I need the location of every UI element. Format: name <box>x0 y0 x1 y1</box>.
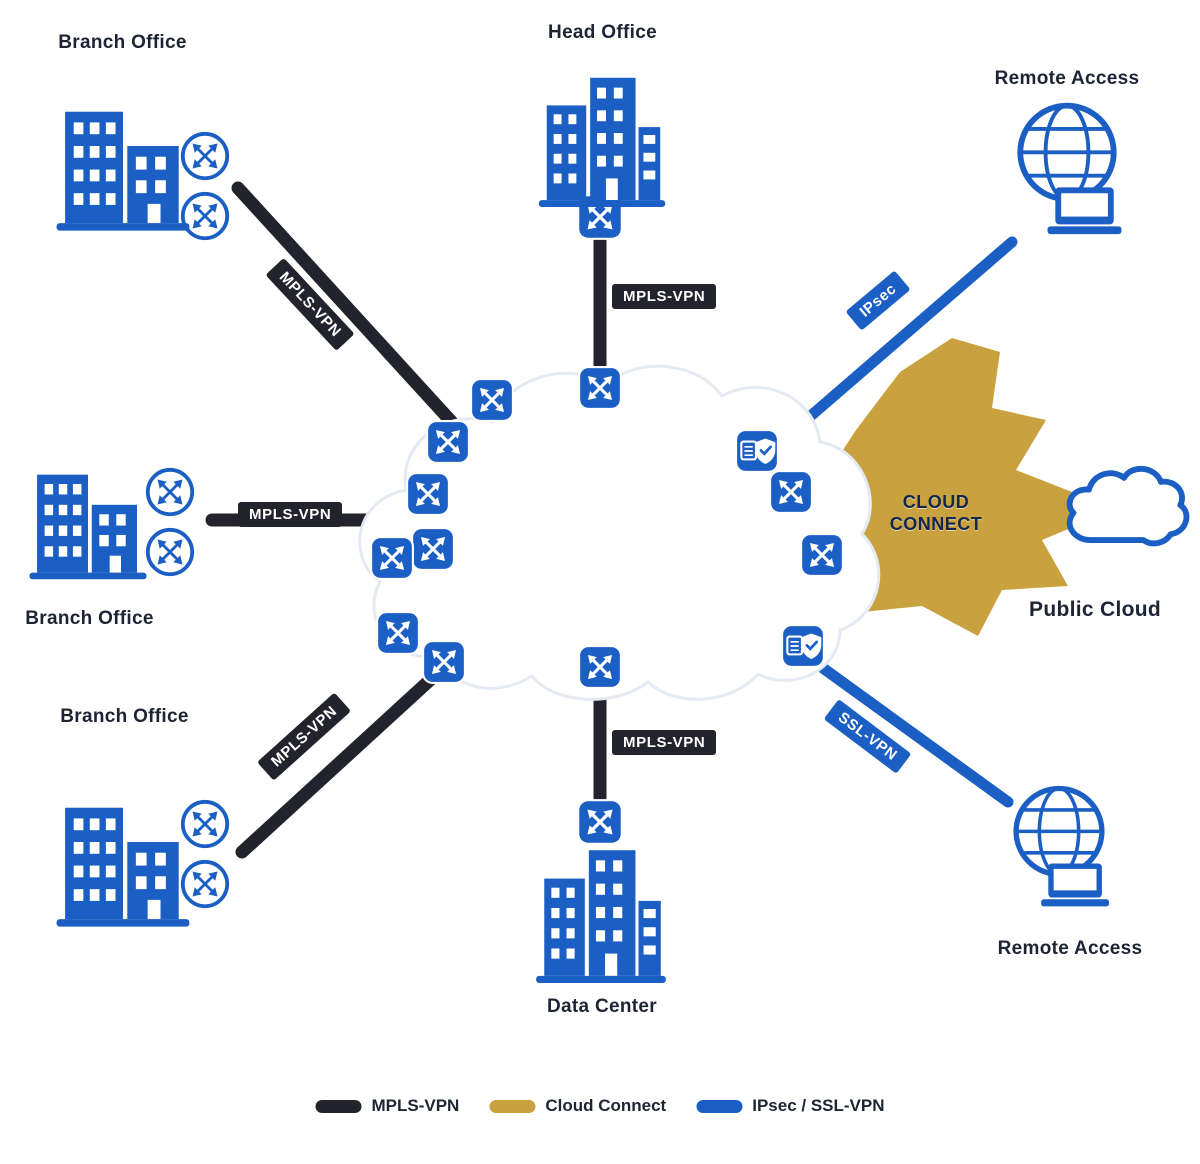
legend-label-mpls: MPLS-VPN <box>371 1096 460 1115</box>
site-label-bottom-left: Branch Office <box>60 706 189 727</box>
pe-router-icon <box>577 365 623 411</box>
security-router-icon <box>734 428 780 474</box>
remote-access-globe-icon <box>996 776 1122 910</box>
cloud-connect-shape <box>812 338 1090 636</box>
cloud-connect-label: CLOUD CONNECT <box>889 492 983 534</box>
remote-access-globe-icon <box>998 92 1136 238</box>
link-top-left <box>231 181 477 449</box>
pe-router-icon <box>405 471 451 517</box>
legend-label-internet-vpn: IPsec / SSL-VPN <box>752 1096 885 1115</box>
branch-office-buildings-icon <box>22 452 154 584</box>
site-label-bottom-center: Data Center <box>547 996 657 1017</box>
pe-router-icon <box>425 419 471 465</box>
pe-router-icon <box>577 644 623 690</box>
link-bottom-right <box>792 644 1014 808</box>
pe-router-icon <box>410 526 456 572</box>
legend-swatch-internet-vpn <box>696 1099 743 1113</box>
site-label-public-cloud: Public Cloud <box>1029 598 1161 621</box>
legend-swatch-mpls <box>315 1099 362 1113</box>
site-label-top-left: Branch Office <box>58 32 187 53</box>
link-label-bottom-center: MPLS-VPN <box>612 730 717 755</box>
data-center-buildings-icon <box>528 834 674 986</box>
legend-item-cloud-connect: Cloud Connect <box>489 1096 666 1116</box>
head-office-buildings-icon <box>532 62 672 210</box>
legend-item-mpls: MPLS-VPN <box>315 1096 459 1116</box>
site-label-mid-left: Branch Office <box>25 608 154 629</box>
link-label-top-center: MPLS-VPN <box>612 284 717 309</box>
public-cloud-icon <box>1056 456 1192 562</box>
branch-office-buildings-icon <box>48 86 198 236</box>
security-router-icon <box>780 623 826 669</box>
pe-router-icon <box>469 377 515 423</box>
legend: MPLS-VPN Cloud Connect IPsec / SSL-VPN <box>315 1096 885 1116</box>
site-label-bottom-right: Remote Access <box>997 938 1143 959</box>
site-label-top-right: Remote Access <box>994 68 1140 89</box>
legend-label-cloud-connect: Cloud Connect <box>545 1096 667 1115</box>
legend-swatch-cloud-connect <box>489 1099 536 1113</box>
branch-office-buildings-icon <box>48 782 198 932</box>
pe-router-icon <box>369 535 415 581</box>
legend-item-internet-vpn: IPsec / SSL-VPN <box>696 1096 885 1116</box>
pe-router-icon <box>421 639 467 685</box>
pe-router-icon <box>799 532 845 578</box>
site-label-top-center: Head Office <box>548 22 657 43</box>
pe-router-icon <box>375 610 421 656</box>
pe-router-icon <box>768 469 814 515</box>
link-label-mid-left: MPLS-VPN <box>238 502 343 527</box>
